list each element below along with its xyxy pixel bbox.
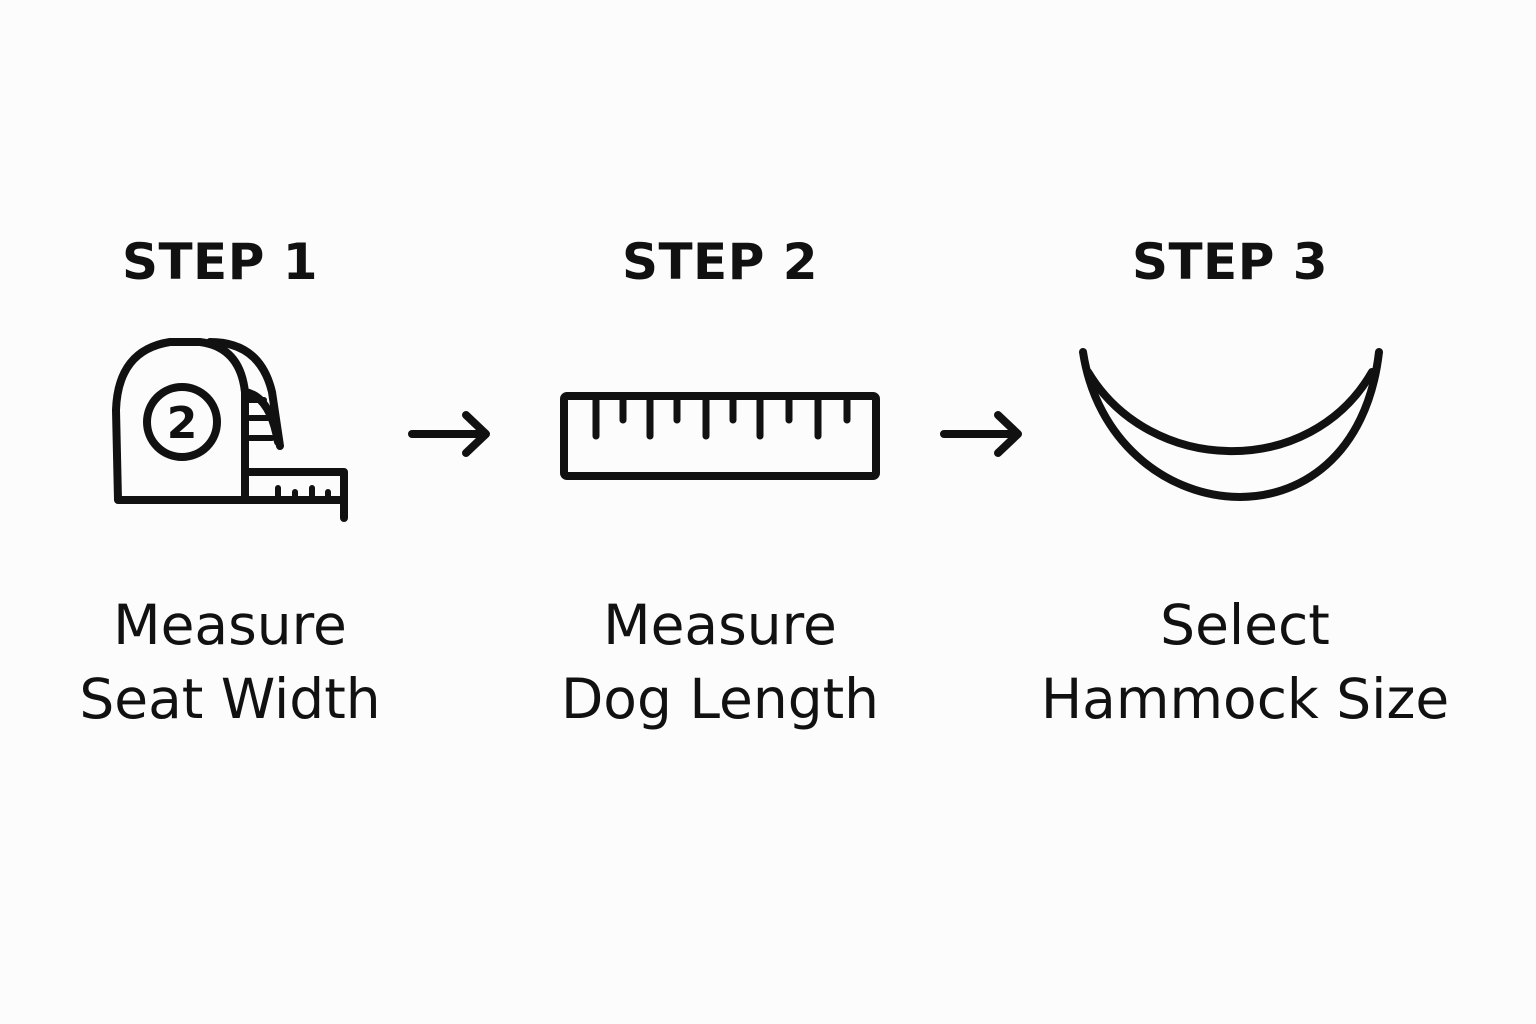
tape-measure-side: [206, 338, 284, 450]
step-2-desc-line2: Dog Length: [560, 667, 880, 731]
step-2-description: Measure Dog Length: [490, 588, 950, 736]
hammock-inner: [1084, 368, 1376, 456]
step-1-desc-line2: Seat Width: [79, 667, 381, 731]
step-3-desc-line1: Select: [1160, 593, 1330, 657]
step-2-desc-line1: Measure: [603, 593, 837, 657]
step-1-description: Measure Seat Width: [0, 588, 460, 736]
ruler-ticks: [592, 396, 851, 440]
step-3-desc-line2: Hammock Size: [1040, 667, 1450, 731]
step-3-description: Select Hammock Size: [1015, 588, 1475, 736]
arrow-right-icon: [940, 411, 1022, 457]
hammock-icon: [1079, 348, 1383, 501]
hammock-outer: [1079, 348, 1383, 501]
tape-measure-icon: 2: [112, 338, 348, 522]
tape-measure-dial: [143, 383, 221, 461]
step-1-desc-line1: Measure: [113, 593, 347, 657]
tape-measure-body: [112, 338, 249, 504]
ruler-icon: [560, 392, 880, 480]
step-1-title: STEP 1: [121, 233, 319, 291]
step-3-title: STEP 3: [1131, 233, 1329, 291]
step-2-title: STEP 2: [621, 233, 819, 291]
arrow-right-icon: [408, 411, 490, 457]
tape-measure-rim: [241, 388, 282, 446]
tape-measure-number: 2: [167, 398, 198, 449]
ruler-body: [560, 392, 880, 480]
